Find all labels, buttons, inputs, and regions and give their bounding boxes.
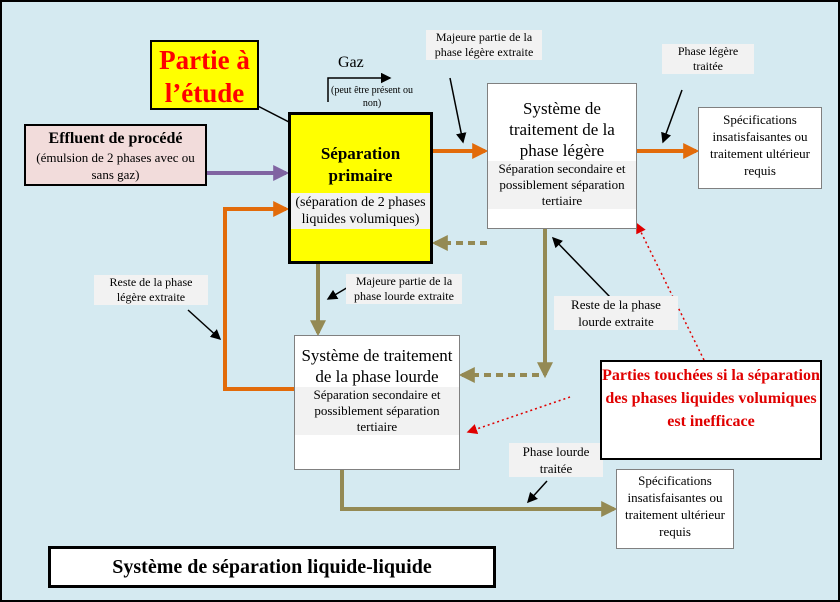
heavy-phase-system-subtitle: Séparation secondaire et possiblement sé… [295, 387, 459, 435]
label-phase-legere-traitee: Phase légère traitée [662, 44, 754, 74]
gas-note: (peut être présent ou non) [331, 85, 413, 109]
gas-arrow [327, 72, 392, 102]
light-recycle-arrow [223, 201, 294, 391]
light-phase-system-subtitle: Séparation secondaire et possiblement sé… [488, 161, 636, 209]
red-pointer-lourde [466, 396, 571, 435]
heavy-phase-system-box: Système de traitement de la phase lourde… [294, 335, 460, 470]
pointer-majeure-legere [449, 77, 467, 144]
specifications-light-text: Spécifications insatisfaisantes ou trait… [710, 112, 810, 178]
specifications-heavy-text: Spécifications insatisfaisantes ou trait… [625, 473, 725, 539]
affected-parts-box: Parties touchées si la séparation des ph… [600, 360, 822, 460]
pointer-legere-traitee [661, 89, 683, 144]
label-reste-lourde: Reste de la phase lourde extraite [554, 296, 678, 330]
label-phase-lourde-traitee: Phase lourde traitée [509, 443, 603, 477]
effluent-box: Effluent de procédé (émulsion de 2 phase… [24, 124, 207, 186]
light-phase-system-title: Système de traitement de la phase légère [509, 99, 615, 160]
specifications-light-box: Spécifications insatisfaisantes ou trait… [698, 107, 822, 189]
treated-heavy-arrow [340, 470, 618, 517]
pointer-reste-legere [187, 309, 222, 341]
effluent-subtitle: (émulsion de 2 phases avec ou sans gaz) [36, 150, 195, 182]
partie-etude-box: Partie à l’étude [150, 40, 259, 110]
affected-parts-text: Parties touchées si la séparation des ph… [602, 367, 820, 430]
diagram-title-box: Système de séparation liquide-liquide [48, 546, 496, 588]
primary-separation-title: Séparation primaire [320, 144, 401, 185]
effluent-title: Effluent de procédé [48, 130, 183, 147]
label-reste-legere: Reste de la phase légère extraite [94, 275, 208, 305]
light-phase-system-box: Système de traitement de la phase légère… [487, 83, 637, 229]
diagram-title: Système de séparation liquide-liquide [112, 556, 432, 578]
heavy-phase-system-title: Système de traitement de la phase lourde [301, 346, 453, 386]
primary-separation-box: Séparation primaire (séparation de 2 pha… [288, 112, 433, 264]
specifications-heavy-box: Spécifications insatisfaisantes ou trait… [616, 469, 734, 549]
primary-separation-subtitle: (séparation de 2 phases liquides volumiq… [291, 193, 430, 229]
label-majeure-lourde: Majeure partie de la phase lourde extrai… [346, 274, 462, 304]
red-pointer-legere [636, 222, 705, 361]
partie-etude-label: Partie à l’étude [159, 45, 250, 108]
pointer-lourde-traitee [526, 480, 548, 504]
label-majeure-legere: Majeure partie de la phase légère extrai… [426, 30, 542, 60]
gas-label: Gaz [338, 54, 364, 71]
pointer-reste-lourde [551, 236, 611, 298]
